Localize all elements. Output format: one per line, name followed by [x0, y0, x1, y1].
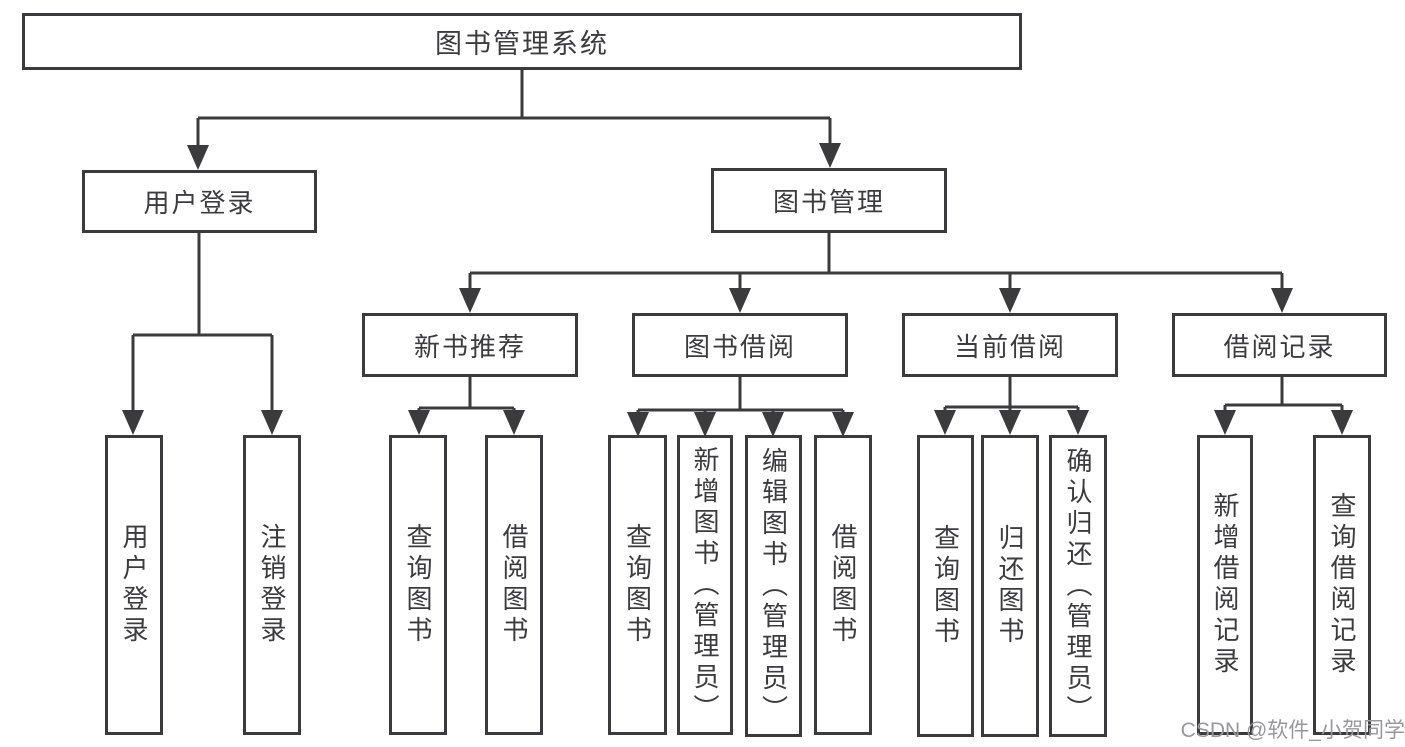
- leaf-query-books-recommend: 查询图书: [389, 435, 447, 735]
- node-user-login: 用户登录: [82, 170, 317, 233]
- arrowhead: [832, 412, 854, 437]
- arrowhead: [1331, 410, 1353, 435]
- leaf-borrow-books-recommend: 借阅图书: [485, 435, 543, 735]
- arrowhead: [729, 288, 751, 313]
- arrowhead: [122, 410, 144, 435]
- connector-user-login: [131, 233, 274, 412]
- connector-root: [196, 70, 832, 148]
- arrowhead: [999, 288, 1021, 313]
- arrowhead: [934, 410, 956, 435]
- arrowhead: [459, 288, 481, 313]
- connector-current-borrow: [943, 377, 1080, 413]
- connector-borrow-record: [1223, 377, 1344, 412]
- leaf-logout: 注销登录: [243, 435, 301, 735]
- node-borrow-record: 借阅记录: [1172, 313, 1387, 377]
- node-book-management: 图书管理: [711, 168, 947, 233]
- node-new-book-recommend: 新书推荐: [362, 313, 578, 377]
- arrowhead: [694, 412, 716, 437]
- arrowhead: [762, 412, 784, 437]
- leaf-query-books-current: 查询图书: [917, 435, 974, 737]
- node-root: 图书管理系统: [22, 13, 1022, 70]
- arrowhead: [1067, 410, 1089, 435]
- leaf-user-login: 用户登录: [105, 435, 163, 735]
- arrowhead: [999, 410, 1021, 435]
- node-book-borrow: 图书借阅: [632, 313, 848, 377]
- arrowhead: [503, 410, 525, 435]
- connector-new-book-recommend: [417, 377, 516, 413]
- leaf-edit-books-admin: 编辑图书（管理员）: [745, 435, 802, 737]
- node-current-borrow: 当前借阅: [902, 313, 1118, 377]
- arrowhead: [1271, 288, 1293, 313]
- csdn-watermark: CSDN @软件_小贺同学: [1180, 719, 1405, 742]
- arrowhead: [627, 412, 649, 437]
- connector-book-borrow: [636, 377, 845, 414]
- arrowhead: [1214, 410, 1236, 435]
- arrowhead: [187, 145, 209, 170]
- leaf-query-books-borrow: 查询图书: [608, 435, 667, 735]
- leaf-add-borrow-record: 新增借阅记录: [1197, 435, 1253, 735]
- leaf-confirm-return-admin: 确认归还（管理员）: [1049, 435, 1107, 737]
- arrowhead: [261, 410, 283, 435]
- connector-book-management: [468, 233, 1284, 290]
- leaf-add-books-admin: 新增图书（管理员）: [677, 435, 733, 735]
- arrowhead: [408, 410, 430, 435]
- leaf-return-books: 归还图书: [981, 435, 1039, 737]
- leaf-borrow-books: 借阅图书: [814, 435, 872, 735]
- arrowhead: [819, 143, 841, 168]
- leaf-query-borrow-record: 查询借阅记录: [1313, 435, 1371, 735]
